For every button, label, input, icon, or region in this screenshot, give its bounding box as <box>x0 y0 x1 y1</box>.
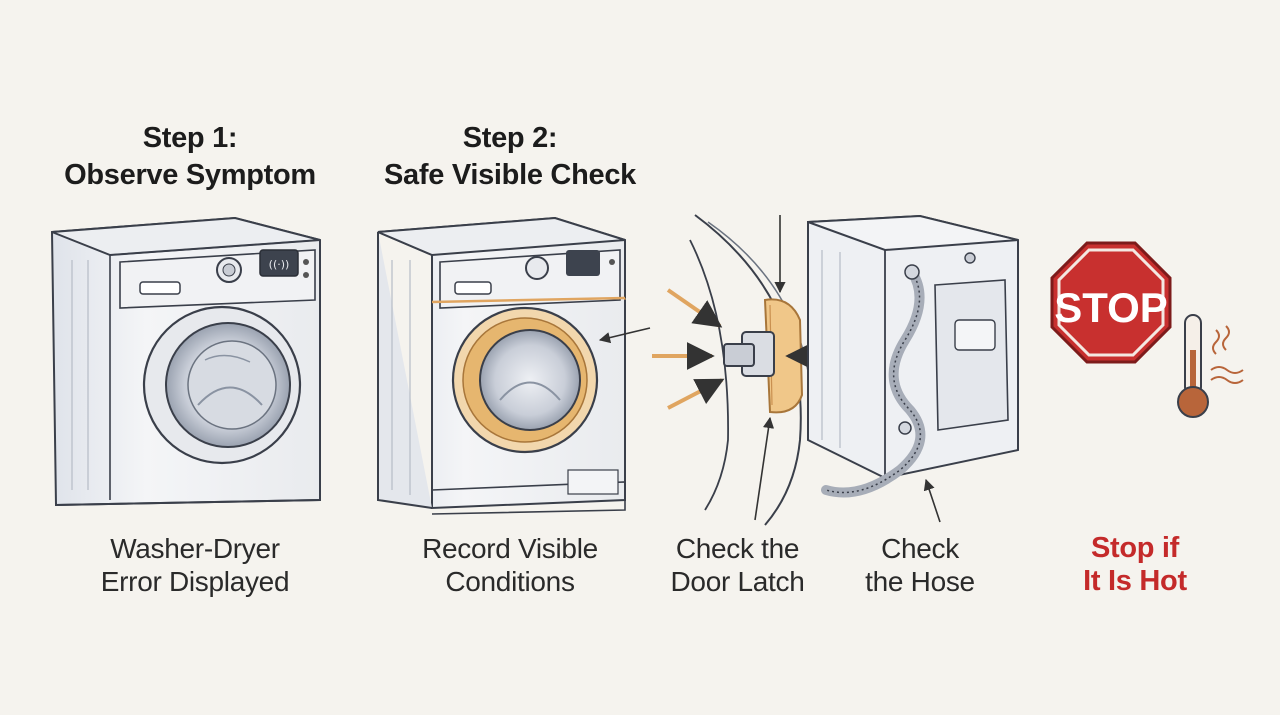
washer-dryer-icon: ((·)) <box>50 216 321 507</box>
caption-washer-error: Washer-Dryer Error Displayed <box>70 532 320 598</box>
caption-record-line2: Conditions <box>445 566 575 597</box>
washer-dryer-icon <box>377 216 651 515</box>
caption-record-conditions: Record Visible Conditions <box>390 532 630 598</box>
caption-latch-line2: Door Latch <box>670 566 805 597</box>
caption-hose-line1: Check <box>881 533 959 564</box>
step2-heading-line2: Safe Visible Check <box>384 159 636 191</box>
thermometer-icon <box>1177 314 1209 418</box>
svg-text:((·)): ((·)) <box>269 258 290 271</box>
caption-door-latch: Check the Door Latch <box>650 532 825 598</box>
caption-washer-error-line2: Error Displayed <box>100 566 290 597</box>
caption-hose-line2: the Hose <box>865 566 975 597</box>
stop-sign-icon: STOP <box>1050 241 1172 364</box>
hose-icon <box>807 214 1019 523</box>
step1-heading: Step 1: Observe Symptom <box>40 120 340 194</box>
stop-sign-text: STOP <box>1054 284 1168 331</box>
step2-heading: Step 2: Safe Visible Check <box>360 120 660 194</box>
step2-heading-line1: Step 2: <box>462 122 558 154</box>
caption-stop-if-hot: Stop if It Is Hot <box>1050 532 1220 598</box>
caption-stop-line2: It Is Hot <box>1083 565 1187 597</box>
caption-hose: Check the Hose <box>845 532 995 598</box>
caption-stop-line1: Stop if <box>1090 532 1180 564</box>
caption-record-line1: Record Visible <box>422 533 598 564</box>
heat-waves-icon <box>1210 325 1244 384</box>
step1-heading-line2: Observe Symptom <box>64 159 316 191</box>
caption-washer-error-line1: Washer-Dryer <box>110 533 280 564</box>
step1-heading-line1: Step 1: <box>142 122 238 154</box>
door-latch-icon <box>652 214 818 526</box>
caption-latch-line1: Check the <box>675 533 800 564</box>
